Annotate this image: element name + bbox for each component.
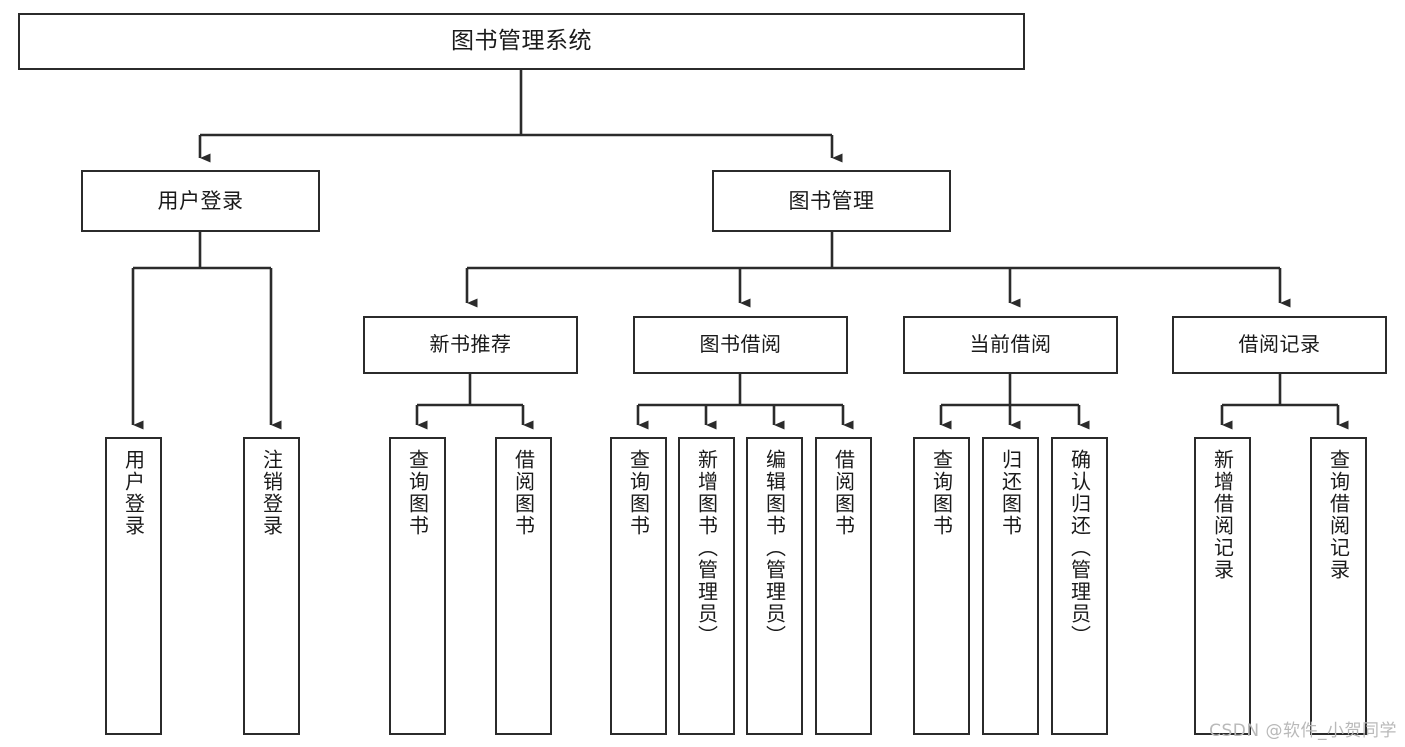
node-leaf-query-record[interactable]: 查询借阅记录	[1310, 437, 1367, 735]
node-leaf-borrow-book-2-label: 借阅图书	[831, 449, 856, 537]
node-leaf-query-book-1-label: 查询图书	[405, 449, 430, 537]
watermark-text: CSDN @软件_小贺同学	[1209, 721, 1397, 741]
node-root[interactable]: 图书管理系统	[18, 13, 1025, 70]
node-leaf-query-book-2[interactable]: 查询图书	[610, 437, 667, 735]
node-leaf-add-record[interactable]: 新增借阅记录	[1194, 437, 1251, 735]
node-new-book-recommend[interactable]: 新书推荐	[363, 316, 578, 374]
node-leaf-confirm-return-label: 确认归还（管理员）	[1067, 449, 1092, 647]
node-leaf-edit-book-label: 编辑图书（管理员）	[762, 449, 787, 647]
node-leaf-return-book[interactable]: 归还图书	[982, 437, 1039, 735]
node-leaf-borrow-book-2[interactable]: 借阅图书	[815, 437, 872, 735]
node-leaf-query-book-3-label: 查询图书	[929, 449, 954, 537]
node-leaf-user-login[interactable]: 用户登录	[105, 437, 162, 735]
node-leaf-add-book[interactable]: 新增图书（管理员）	[678, 437, 735, 735]
node-leaf-user-logout[interactable]: 注销登录	[243, 437, 300, 735]
node-book-borrow[interactable]: 图书借阅	[633, 316, 848, 374]
node-leaf-add-book-label: 新增图书（管理员）	[694, 449, 719, 647]
node-leaf-confirm-return[interactable]: 确认归还（管理员）	[1051, 437, 1108, 735]
node-borrow-record[interactable]: 借阅记录	[1172, 316, 1387, 374]
node-current-borrow-label: 当前借阅	[969, 332, 1052, 357]
node-leaf-borrow-book-1[interactable]: 借阅图书	[495, 437, 552, 735]
node-leaf-user-login-label: 用户登录	[121, 449, 146, 537]
node-new-book-recommend-label: 新书推荐	[429, 332, 512, 357]
node-user-login[interactable]: 用户登录	[81, 170, 320, 232]
node-leaf-borrow-book-1-label: 借阅图书	[511, 449, 536, 537]
node-leaf-query-book-1[interactable]: 查询图书	[389, 437, 446, 735]
node-leaf-query-book-3[interactable]: 查询图书	[913, 437, 970, 735]
node-borrow-record-label: 借阅记录	[1238, 332, 1321, 357]
node-book-manage-label: 图书管理	[788, 188, 875, 213]
node-book-borrow-label: 图书借阅	[699, 332, 782, 357]
node-book-manage[interactable]: 图书管理	[712, 170, 951, 232]
node-leaf-add-record-label: 新增借阅记录	[1210, 449, 1235, 581]
node-user-login-label: 用户登录	[157, 188, 244, 213]
node-root-label: 图书管理系统	[451, 27, 592, 54]
node-current-borrow[interactable]: 当前借阅	[903, 316, 1118, 374]
node-leaf-query-book-2-label: 查询图书	[626, 449, 651, 537]
node-leaf-query-record-label: 查询借阅记录	[1326, 449, 1351, 581]
node-leaf-return-book-label: 归还图书	[998, 449, 1023, 537]
node-leaf-user-logout-label: 注销登录	[259, 449, 284, 537]
node-leaf-edit-book[interactable]: 编辑图书（管理员）	[746, 437, 803, 735]
